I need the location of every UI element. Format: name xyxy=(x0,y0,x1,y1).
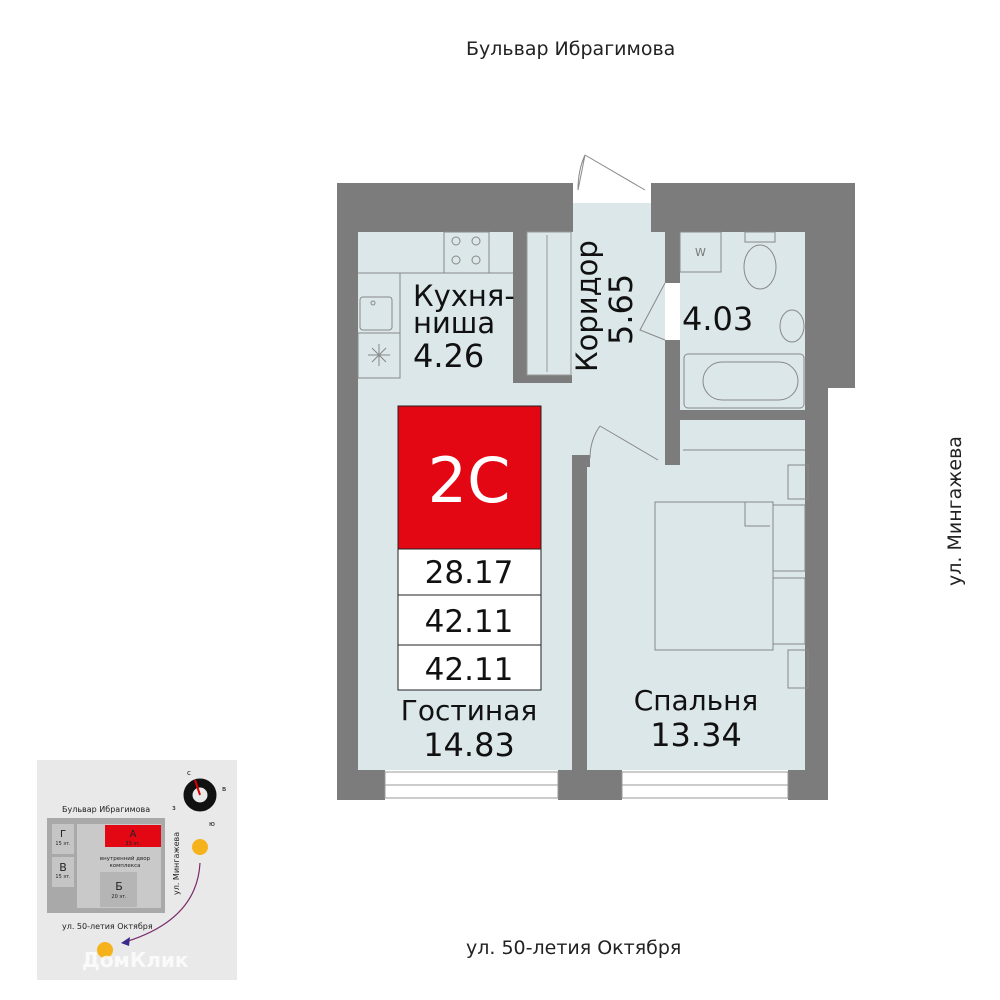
sink xyxy=(359,296,393,331)
corridor-area: 5.65 xyxy=(602,274,640,345)
building-a-label: А xyxy=(130,829,137,840)
kitchen-fixtures xyxy=(357,231,513,379)
washer-label: W xyxy=(695,246,706,259)
building-b-floors: 20 эт. xyxy=(111,894,127,900)
bedroom-area: 13.34 xyxy=(650,716,742,754)
sun-path-arrow xyxy=(124,862,201,943)
wardrobe xyxy=(526,231,572,376)
courtyard-line-2: комплекса xyxy=(109,863,140,869)
apartment-type: 2С xyxy=(428,444,511,517)
living-name: Гостиная xyxy=(401,694,537,727)
bathroom-fixtures xyxy=(679,231,805,451)
total-area: 42.11 xyxy=(425,604,514,640)
washing-machine xyxy=(679,231,722,273)
walls xyxy=(337,183,855,800)
building-a-floors: 33 эт. xyxy=(125,841,141,847)
bathtub xyxy=(683,353,805,409)
compass-n: с xyxy=(187,769,191,777)
closet-floor xyxy=(680,420,805,465)
sun-icon-east xyxy=(192,839,208,855)
bathroom-area: 4.03 xyxy=(682,300,753,338)
wardrobe-floor xyxy=(527,232,572,375)
building-b-label: Б xyxy=(115,880,123,893)
site-minimap: Бульвар Ибрагимова А 33 эт. Б 20 эт. В 1… xyxy=(37,760,237,980)
entrance-door xyxy=(577,154,646,191)
minimap-street-bottom: ул. 50-летия Октября xyxy=(62,922,153,931)
bed xyxy=(654,464,809,689)
bedroom-name: Спальня xyxy=(634,684,759,717)
compass-w: з xyxy=(172,804,176,812)
living-area-total: 28.17 xyxy=(425,555,514,591)
street-label-bottom: ул. 50-летия Октября xyxy=(466,937,682,959)
building-g-floors: 15 эт. xyxy=(55,841,71,847)
windows xyxy=(384,771,789,799)
kitchen-area: 4.26 xyxy=(413,337,484,375)
compass: с в ю з xyxy=(172,769,226,828)
bathroom-door xyxy=(639,282,666,341)
bathroom-floor xyxy=(680,232,805,410)
washbasin xyxy=(779,309,805,343)
kitchen-name-1: Кухня- xyxy=(413,279,515,313)
minimap-street-right: ул. Мингажева xyxy=(172,832,181,895)
minimap-street-top: Бульвар Ибрагимова xyxy=(62,805,150,814)
kitchen-floor xyxy=(358,232,513,383)
total-area-2: 42.11 xyxy=(425,652,514,688)
building-g-label: Г xyxy=(60,829,66,840)
watermark: ДомКлик xyxy=(82,948,189,972)
street-label-top: Бульвар Ибрагимова xyxy=(466,38,676,60)
toilet xyxy=(743,244,777,290)
living-area: 14.83 xyxy=(423,726,515,764)
floor-areas xyxy=(358,203,808,770)
building-v-label: В xyxy=(59,861,67,874)
building-v-floors: 15 эт. xyxy=(55,874,71,880)
courtyard-line-1: внутренний двор xyxy=(100,855,151,862)
minimap-drawing: Бульвар Ибрагимова А 33 эт. Б 20 эт. В 1… xyxy=(47,769,226,972)
corridor-name: Коридор xyxy=(570,240,604,372)
bedroom-floor xyxy=(587,465,808,770)
compass-s: ю xyxy=(209,820,215,828)
bedroom-door xyxy=(589,425,659,461)
kitchen-name-2: ниша xyxy=(413,306,495,340)
sun-icon-south xyxy=(97,942,113,958)
compass-e: в xyxy=(222,785,226,793)
info-box: 2С 28.17 42.11 42.11 xyxy=(397,405,542,691)
